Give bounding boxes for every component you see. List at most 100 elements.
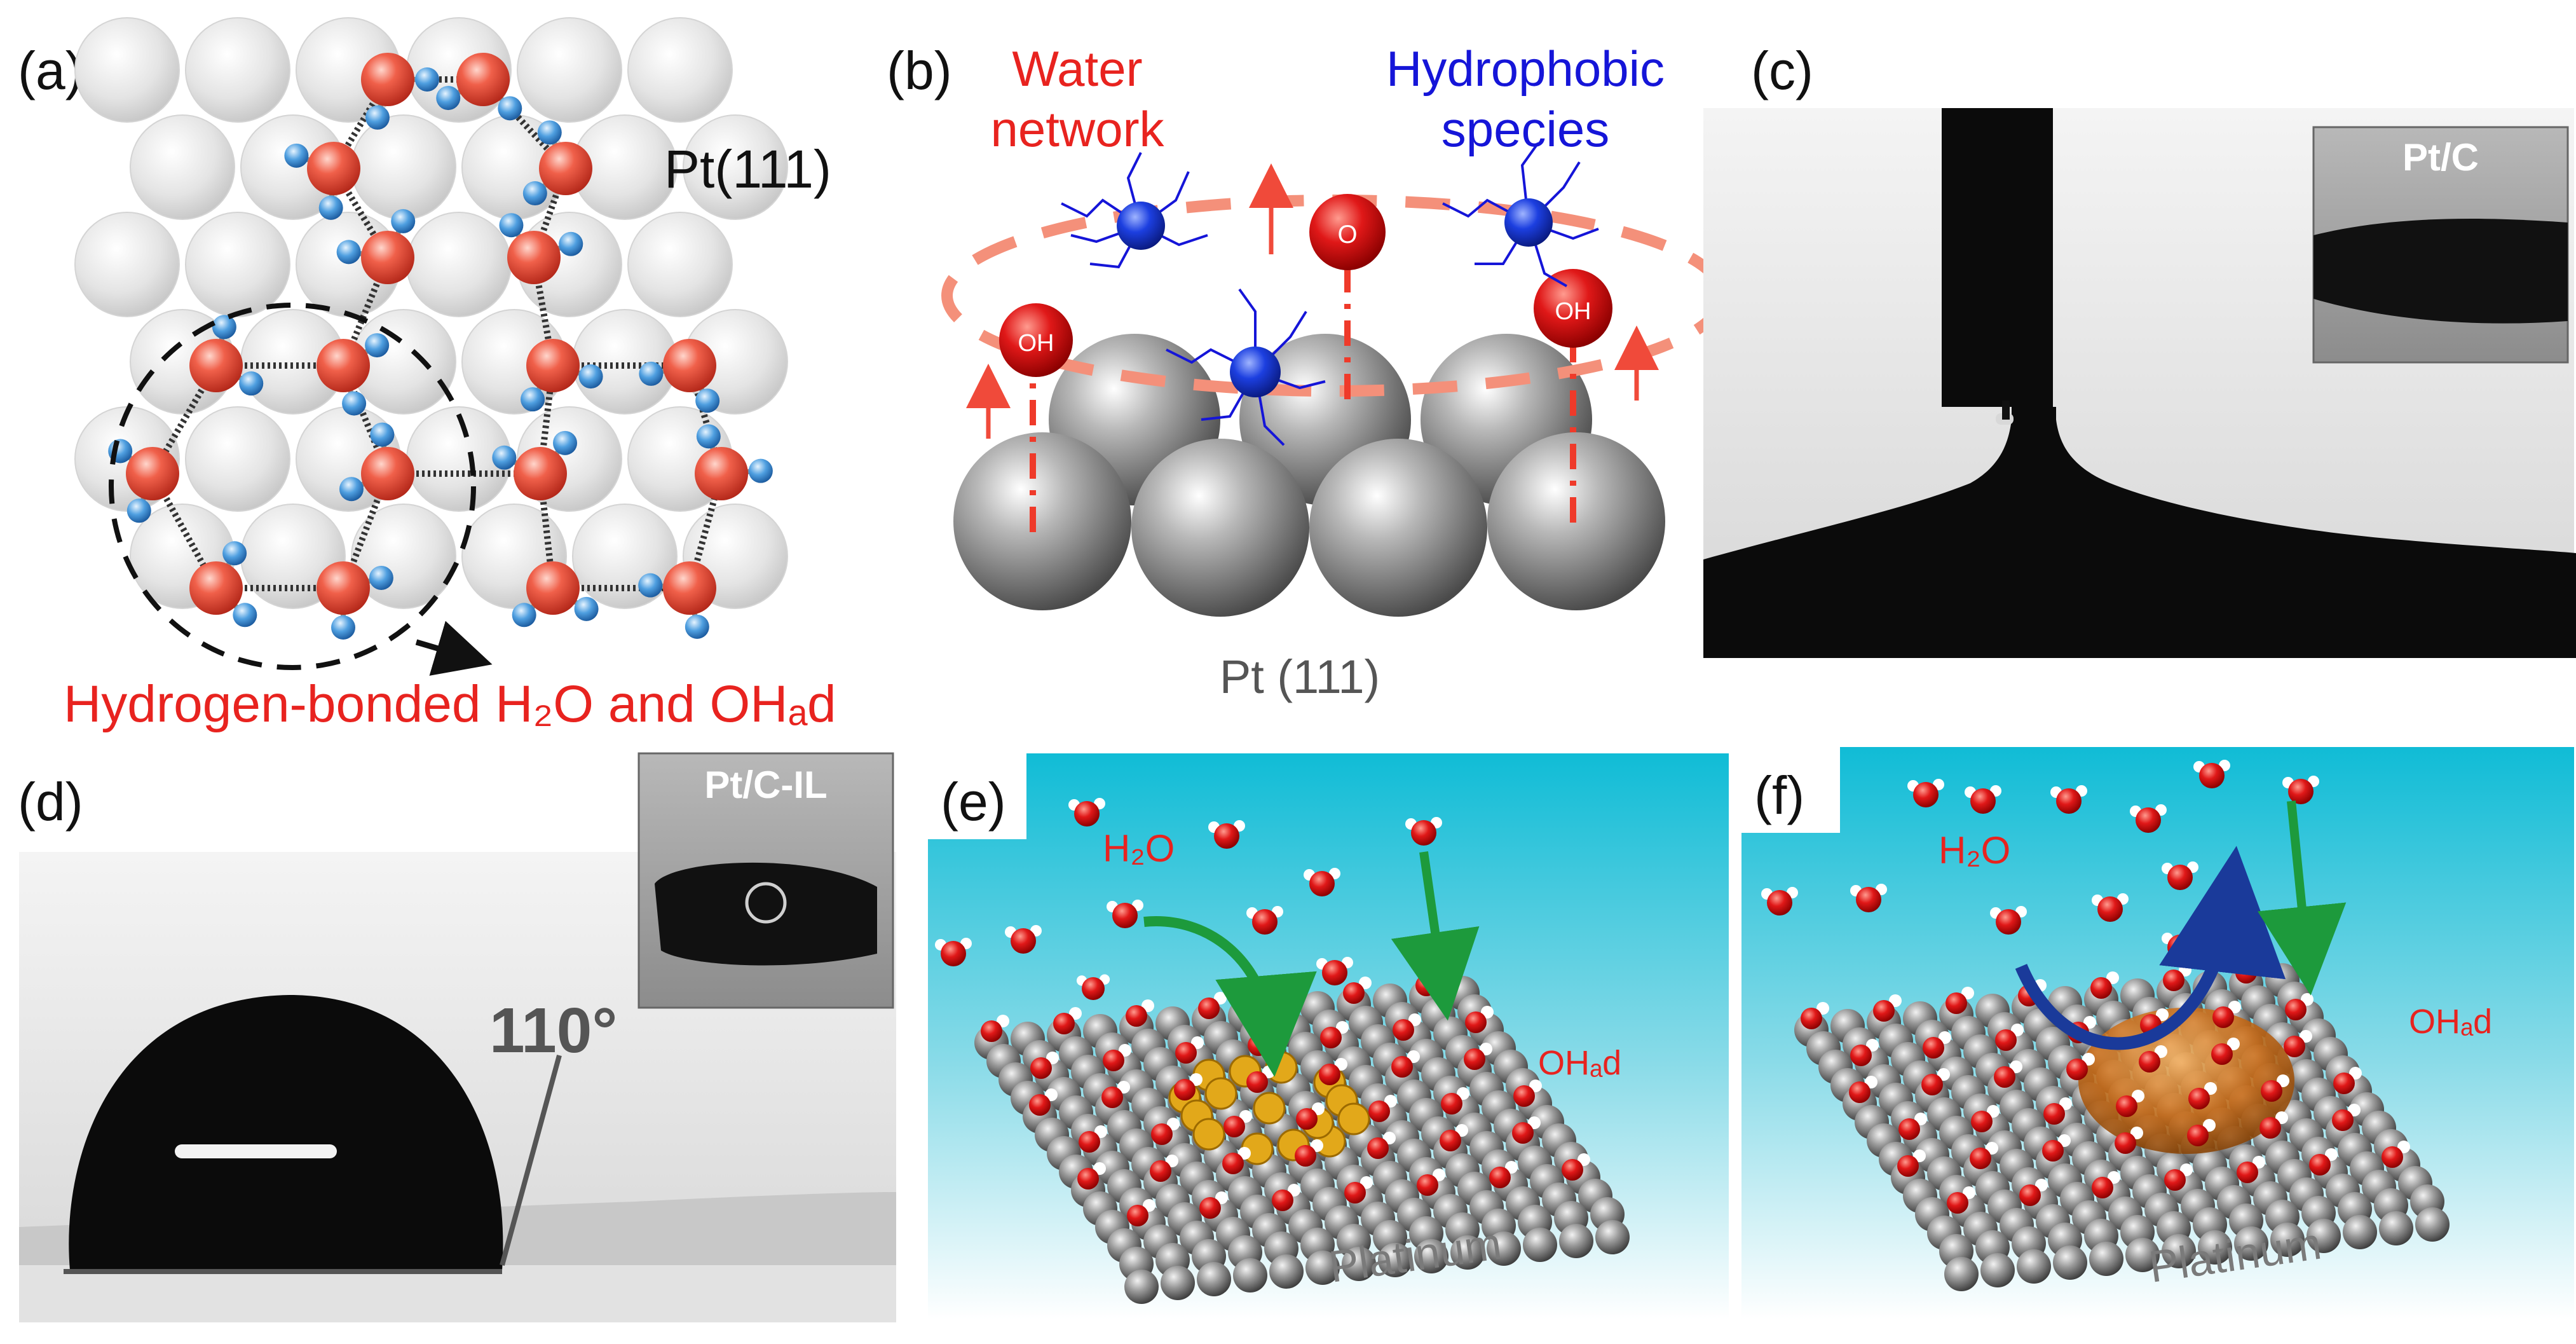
oh-group [1198,998,1220,1019]
hydrogen-bond [531,167,569,259]
pt-surface-atom [406,212,512,317]
hydrophobic-molecule [1166,288,1326,446]
h-atom [1457,1087,1469,1100]
oh-group [1101,1087,1123,1108]
h-atom [1046,1052,1059,1064]
pt-surface-atom [185,406,290,512]
h-atom [1335,1058,1347,1071]
oh-group [1344,1182,1366,1203]
oh-group [1921,1074,1943,1095]
pt-atom [1197,1262,1231,1296]
oxygen-atom [695,447,748,500]
water-approach-arrow [1143,916,1317,1077]
pt-atom [953,432,1131,610]
pt-atom [1487,1231,1521,1266]
h-atom [1986,1142,1998,1155]
oh-group [2092,1177,2113,1198]
hydrogen-atom [498,96,522,121]
hydrogen-atom [331,615,355,640]
h-atom [1865,1076,1877,1088]
oh-group [1512,1122,1534,1144]
oh-group [2139,1051,2160,1073]
oh-group [2187,1125,2209,1146]
oh-group [2043,1103,2065,1125]
hydrogen-atom [318,195,343,220]
pt-atom [2379,1211,2413,1245]
water-molecule [1322,960,1347,985]
pt-atom [2343,1215,2377,1249]
pt-surface-atom [130,114,235,220]
hydrogen-atom [339,477,364,502]
oxygen-atom [507,231,561,284]
water-molecule [1856,887,1881,912]
hydrogen-atom [365,105,390,130]
hydrogen-atom [685,614,709,639]
oh-group [2285,999,2307,1020]
h-atom [2011,1024,2024,1036]
hydrogen-atom [639,361,664,386]
water-molecule [1996,909,2021,935]
pt111-label: Pt(111) [664,139,831,199]
pt-atom [1309,439,1487,617]
pt-atom [2053,1245,2087,1280]
oxygen-atom [317,561,370,615]
h-atom [2083,1016,2096,1029]
oh-group [1994,1066,2015,1088]
oh-group [1175,1042,1197,1064]
pt-surface-atom [517,17,622,123]
h-atom [2059,1097,2072,1110]
ohad-label-e: OHₐd [1538,1044,1621,1082]
oh-sphere [1534,269,1612,348]
oh-group [1923,1037,1944,1059]
h-atom [2275,1111,2288,1124]
hydrogen-atom [342,391,367,416]
hydrogen-atom [696,424,721,449]
oxygen-atom [126,447,179,500]
pt-atom [2125,1238,2160,1272]
pt-atom [1269,1254,1304,1289]
h-atom [1481,1006,1494,1018]
free-water-molecules [935,798,1442,1000]
inset-droplet [655,862,877,966]
oh-group [2164,1169,2186,1191]
pt-c-inset-label: Pt/C [2402,136,2479,179]
h-atom [2228,1001,2241,1013]
pt-atom [1414,1239,1448,1273]
pt-surface-atom [572,504,678,609]
pt-surface-atom [185,17,290,123]
pt-atom [1595,1220,1630,1254]
panel-f: (f) H₂O OHₐd Platinum [1741,747,2574,1319]
hydrogen-bonded-caption: Hydrogen-bonded H₂O and OHₐd [64,675,836,733]
oh-group [1271,990,1292,1011]
oxygen-atom [456,53,510,106]
oh-group [1971,1111,1993,1132]
h-atom [2010,1060,2022,1073]
oh-group [1222,1153,1244,1174]
pt-atom [1944,1257,1979,1291]
panel-a: (a) Pt(111) Hydrogen-bonded H₂O and OHₐd [18,17,836,733]
pt-atom [1305,1251,1340,1285]
h-atom [2058,1134,2071,1147]
oh-group [2259,1117,2281,1139]
h-atom [2227,1038,2240,1050]
pt-surface-atom [74,17,180,123]
hydrogen-atom [499,213,524,238]
h-atom [1529,1080,1542,1092]
water-molecule [1252,909,1278,935]
water-molecule [2136,807,2161,833]
gold-atom [1337,1102,1370,1135]
oh-group [1319,1064,1340,1085]
hydrogen-atom [365,333,390,358]
hydrogen-atom [578,364,603,389]
hydrogen-atom [222,541,247,566]
h-atom [2106,971,2119,984]
h-atom [1143,1199,1155,1212]
contact-angle-value: 110° [489,995,617,1066]
water-molecule [2167,935,2193,960]
oh-group [1562,1159,1583,1181]
h-atom [2325,1148,2338,1161]
oh-group [1103,1050,1124,1071]
panel-d: (d) 110° Pt/C-IL [18,752,896,1322]
water-molecule [2225,947,2250,973]
oh-group [1513,1085,1535,1107]
